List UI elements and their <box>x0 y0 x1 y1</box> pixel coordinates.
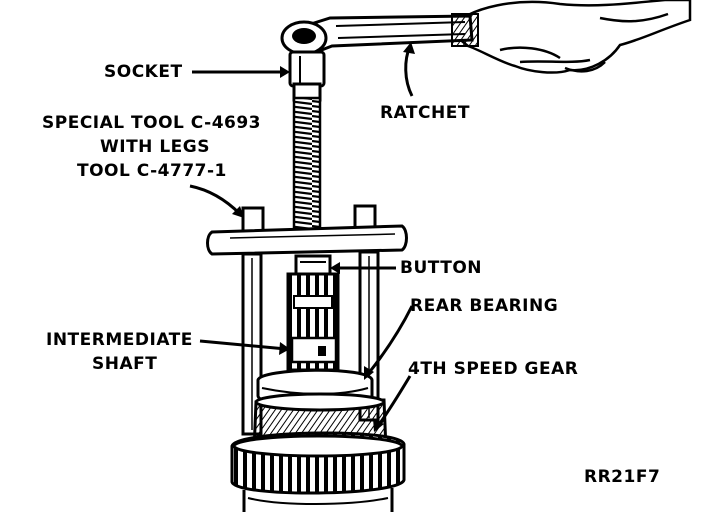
fourth-speed-gear-label: 4TH SPEED GEAR <box>408 359 579 379</box>
intermediate-shaft-leader <box>199 339 287 351</box>
figure-code-label: RR21F7 <box>584 467 661 487</box>
ratchet-drawing <box>280 13 479 58</box>
button-drawing <box>294 254 332 276</box>
rear-bearing-label: REAR BEARING <box>410 296 559 316</box>
special-tool-label-line-1: SPECIAL TOOL C-4693 <box>42 113 262 133</box>
socket-label: SOCKET <box>104 62 183 82</box>
special-tool-label-line-3: TOOL C-4777-1 <box>77 161 227 181</box>
special-tool-leader <box>189 184 242 216</box>
lower-gear-drawing <box>230 431 406 512</box>
tool-plate-drawing <box>206 204 408 256</box>
intermediate-shaft-label-line-1: INTERMEDIATE <box>46 330 193 350</box>
rear-bearing-leader <box>366 305 414 375</box>
ratchet-label: RATCHET <box>380 103 470 123</box>
intermediate-shaft-drawing <box>286 272 340 372</box>
forcing-screw-drawing <box>292 96 322 240</box>
leader-lines <box>189 42 415 432</box>
button-label: BUTTON <box>400 258 483 278</box>
ratchet-leader <box>404 45 414 97</box>
socket-drawing <box>288 50 326 102</box>
special-tool-label-line-2: WITH LEGS <box>100 137 210 157</box>
intermediate-shaft-label-line-2: SHAFT <box>92 354 158 374</box>
hand-drawing <box>446 0 692 74</box>
